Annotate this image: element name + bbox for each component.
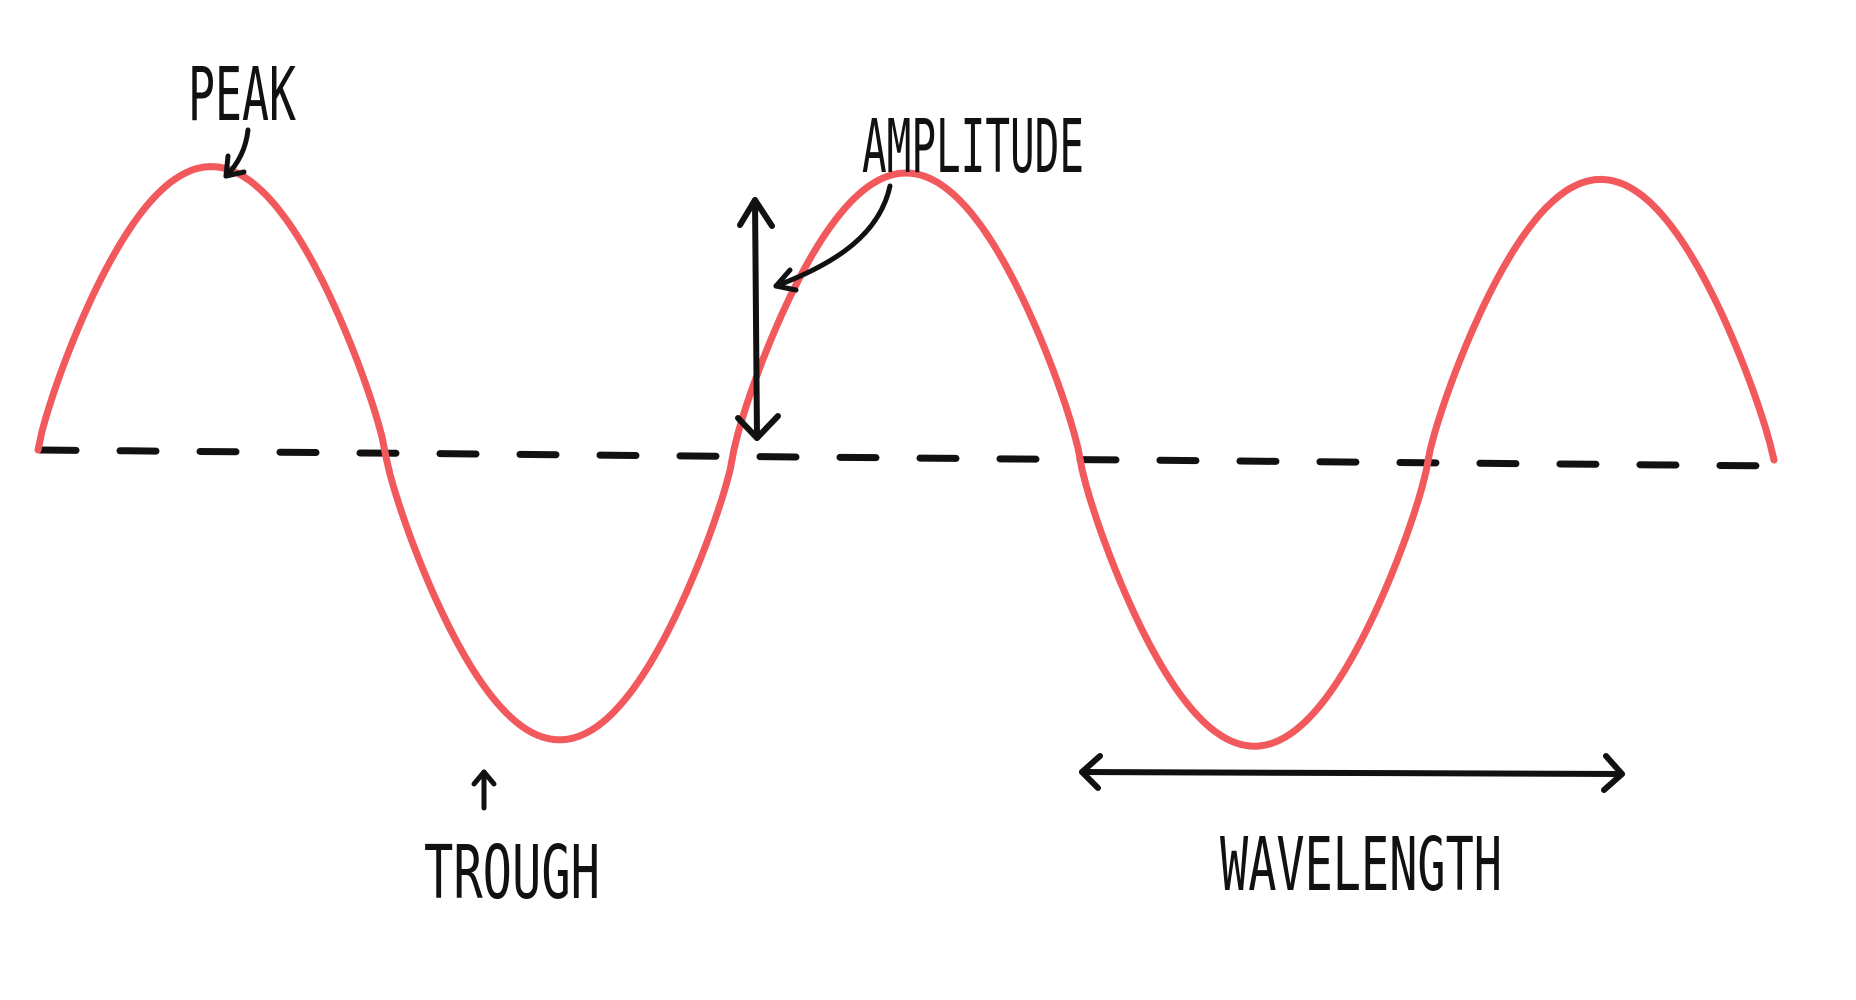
wave-curve <box>34 163 1778 750</box>
peak-label: PEAK <box>188 52 296 138</box>
trough-pointer-arrow <box>471 769 497 811</box>
wavelength-label: WAVELENGTH <box>1220 822 1502 908</box>
wavelength-arrow <box>1079 753 1625 793</box>
amplitude-arrow <box>735 197 781 441</box>
peak-pointer-arrow <box>223 127 251 179</box>
equilibrium-line <box>36 446 1784 470</box>
amplitude-label: AMPLITUDE <box>862 104 1084 190</box>
trough-label: TROUGH <box>424 830 600 916</box>
amplitude-pointer-arrow <box>773 183 893 293</box>
